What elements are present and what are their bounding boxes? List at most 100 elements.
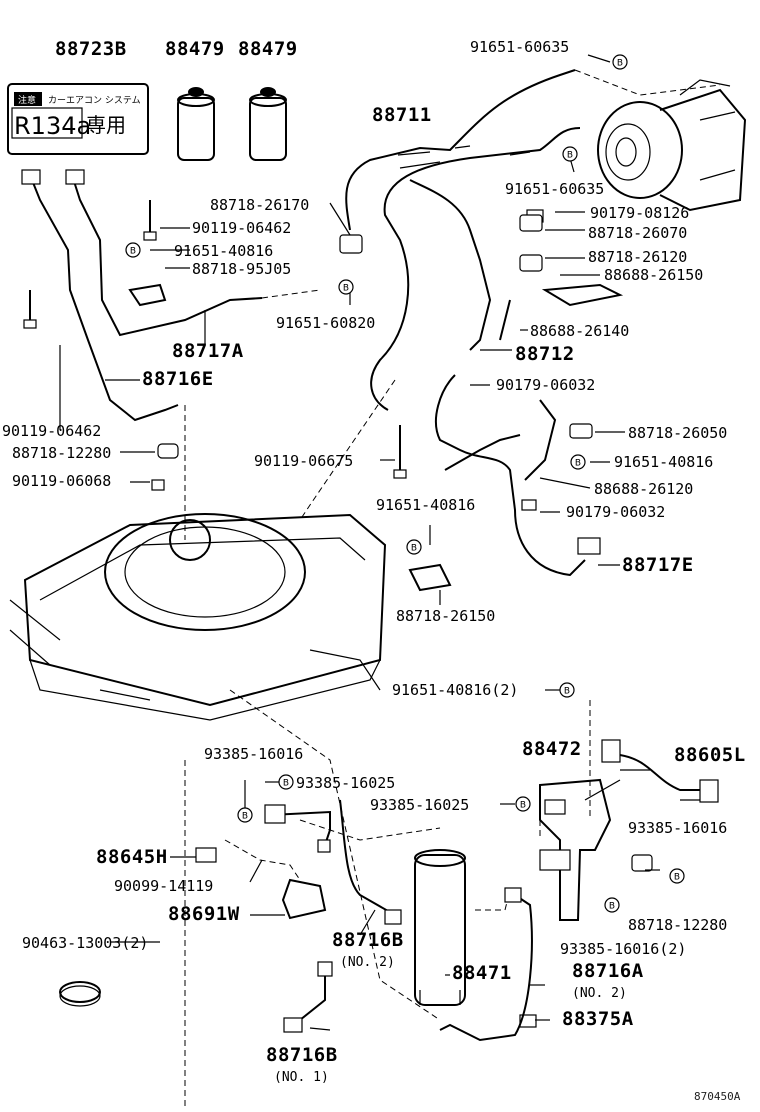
plate-top-text: カーエアコン システム (48, 95, 141, 106)
label-88645H: 88645H (96, 846, 168, 868)
pipe-88716A (439, 894, 533, 1042)
label-90463-13003: 90463-13003(2) (22, 934, 149, 952)
b-marker-letter: B (567, 151, 573, 161)
label-91651-40816-a: 91651-40816 (174, 242, 274, 260)
bracket-88691W (281, 878, 327, 920)
receiver-dryer-88471 (414, 849, 466, 1006)
bracket-88688-26120 (524, 399, 557, 481)
label-90119-06462-b: 90119-06462 (2, 422, 102, 440)
label-93385-16025-b: 93385-16025 (370, 796, 470, 814)
compressor (597, 79, 747, 212)
b-marker-letter: B (609, 902, 615, 912)
label-88716A-sub: (NO. 2) (572, 986, 627, 1001)
label-88716B-no1: 88716B (266, 1044, 338, 1066)
clamp-88718-26150-lower (408, 563, 452, 592)
label-88375A: 88375A (562, 1008, 634, 1030)
label-plate: 注意 カーエアコン システム R134a 専用 (7, 83, 149, 155)
label-90179-08126: 90179-08126 (590, 204, 690, 222)
b-marker-letter: B (283, 779, 289, 789)
plate-suffix-text: 専用 (86, 113, 126, 137)
label-88688-26140: 88688-26140 (530, 322, 630, 340)
label-88472: 88472 (522, 738, 582, 760)
label-88716E: 88716E (142, 368, 214, 390)
label-88688-26150: 88688-26150 (604, 266, 704, 284)
b-marker-letter: B (564, 687, 570, 697)
clamp-88718-26050 (569, 423, 593, 439)
b-marker-letter: B (575, 459, 581, 469)
plate-main-text: R134a (14, 112, 91, 140)
b-marker-letter: B (411, 544, 417, 554)
b-marker-letter: B (130, 247, 136, 257)
label-90119-06462-a: 90119-06462 (192, 219, 292, 237)
clamp-88718-26170 (339, 234, 363, 254)
b-marker-letter: B (617, 59, 623, 69)
b-marker-letter: B (674, 873, 680, 883)
pressure-switch-88645H (195, 847, 217, 863)
label-88711: 88711 (372, 104, 432, 126)
label-88718-95J05: 88718-95J05 (192, 260, 292, 278)
b-marker-letter: B (520, 801, 526, 811)
label-88717E: 88717E (622, 554, 694, 576)
hose-88711-lower (370, 127, 581, 411)
evaporator-unit (9, 513, 387, 721)
label-88691W: 88691W (168, 903, 240, 925)
label-88479-a: 88479 (165, 38, 225, 60)
label-88716B-no2: 88716B (332, 929, 404, 951)
label-88688-26120: 88688-26120 (594, 480, 694, 498)
label-88718-26170: 88718-26170 (210, 196, 310, 214)
label-88718-26150: 88718-26150 (396, 607, 496, 625)
refrigerant-can-1 (177, 87, 215, 161)
label-90119-06675: 90119-06675 (254, 452, 354, 470)
label-88471: 88471 (452, 962, 512, 984)
label-93385-16025-a: 93385-16025 (296, 774, 396, 792)
clamp-88718-95J05 (128, 283, 167, 307)
bracket-88688-26150 (541, 283, 624, 307)
label-88479-b: 88479 (238, 38, 298, 60)
diagram-code: 870450A (694, 1090, 741, 1103)
label-93385-16016-a: 93385-16016 (204, 745, 304, 763)
b-markers: B B B B B B B B B B B B (125, 54, 685, 913)
pipe-88716B-no2 (269, 799, 396, 916)
label-93385-16016-2: 93385-16016(2) (560, 940, 687, 958)
label-88717A: 88717A (172, 340, 244, 362)
label-91651-40816-2: 91651-40816(2) (392, 681, 519, 699)
label-88716B-no1-sub: (NO. 1) (274, 1070, 329, 1085)
label-90119-06068: 90119-06068 (12, 472, 112, 490)
pipe-88717E (435, 374, 586, 577)
label-88718-26120: 88718-26120 (588, 248, 688, 266)
b-marker-letter: B (343, 284, 349, 294)
b-marker-letter: B (242, 812, 248, 822)
label-90179-06032-a: 90179-06032 (496, 376, 596, 394)
label-93385-16016-b: 93385-16016 (628, 819, 728, 837)
label-88712: 88712 (515, 343, 575, 365)
label-88718-12280-a: 88718-12280 (12, 444, 112, 462)
label-88605L: 88605L (674, 744, 746, 766)
label-91651-60635-b: 91651-60635 (505, 180, 605, 198)
label-88718-26070: 88718-26070 (588, 224, 688, 242)
label-91651-40816-c: 91651-40816 (376, 496, 476, 514)
hose-clamp-90463 (59, 981, 101, 1007)
pipe-88717A (71, 174, 263, 337)
label-88718-12280-b: 88718-12280 (628, 916, 728, 934)
hose-88712 (409, 179, 492, 351)
pipe-88716E (29, 174, 179, 422)
label-91651-60820: 91651-60820 (276, 314, 376, 332)
label-91651-40816-b: 91651-40816 (614, 453, 714, 471)
label-90099-14119: 90099-14119 (114, 877, 214, 895)
clamp-88718-26070 (519, 214, 543, 232)
clamp-88718-12280-lower (631, 854, 653, 872)
clamp-88718-26120 (519, 254, 543, 272)
condenser-bracket-88472 (539, 778, 612, 921)
hose-88711-upper (345, 69, 576, 231)
label-91651-60635-a: 91651-60635 (470, 38, 570, 56)
label-88716A: 88716A (572, 960, 644, 982)
label-88723B: 88723B (55, 38, 127, 60)
plate-badge: 注意 (18, 94, 36, 106)
label-90179-06032-b: 90179-06032 (566, 503, 666, 521)
clamp-88718-12280 (157, 443, 179, 459)
label-88718-26050: 88718-26050 (628, 424, 728, 442)
wire-harness-88605L (601, 739, 719, 803)
refrigerant-can-2 (249, 87, 287, 161)
